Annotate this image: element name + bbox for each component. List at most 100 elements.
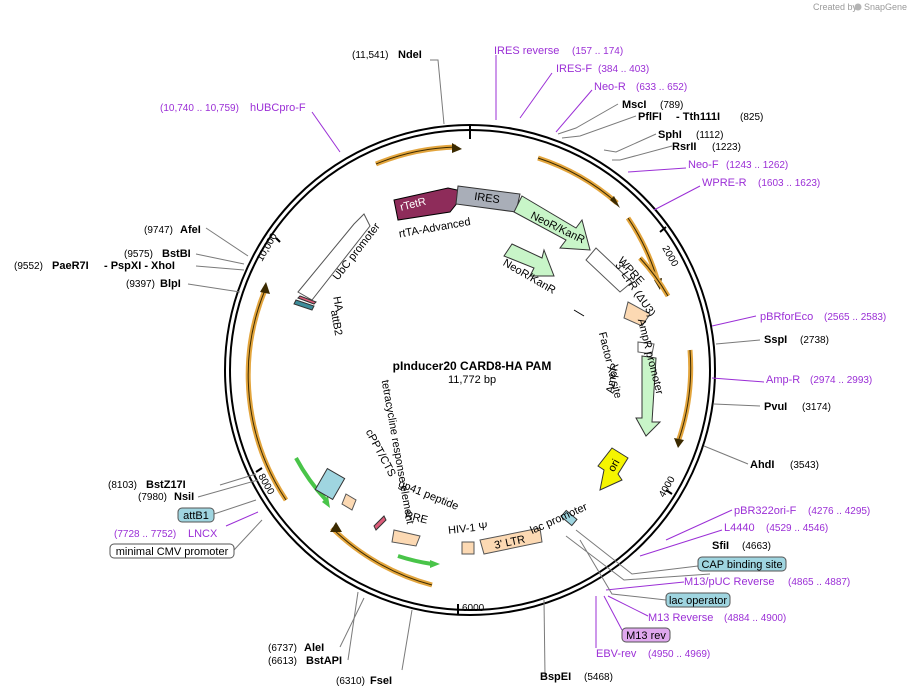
site-paer7i: PaeR7I xyxy=(52,260,89,272)
tre-arc xyxy=(294,457,328,502)
site-pos-bspei: (5468) xyxy=(584,672,613,683)
label-attb2: attB2 xyxy=(328,309,344,336)
primers: IRES reverse (157 .. 174) IRES-F (384 ..… xyxy=(114,45,886,660)
primer-pos-m13-puc-reverse: (4865 .. 4887) xyxy=(788,577,850,588)
label-ha: HA xyxy=(330,295,345,313)
ampr-promoter-feature[interactable] xyxy=(637,341,655,355)
orf-arc-1 xyxy=(375,144,457,167)
primer-lncx: LNCX xyxy=(188,528,218,540)
ampr-feature[interactable] xyxy=(635,355,662,437)
snapgene-logo-icon xyxy=(854,3,862,11)
site-pflfi-extra: - Tth111I xyxy=(676,111,720,123)
primer-l4440: L4440 xyxy=(724,522,755,534)
primer-pos-lncx: (7728 .. 7752) xyxy=(114,529,176,540)
site-pos-paer7i: (9552) xyxy=(14,261,43,272)
cppt-feature[interactable] xyxy=(341,493,357,511)
site-bstz17i: BstZ17I xyxy=(146,479,186,491)
primer-ires-f: IRES-F xyxy=(556,63,592,75)
site-pvui: PvuI xyxy=(764,401,787,413)
primer-hubcpro-f: hUBCpro-F xyxy=(250,102,306,114)
cap-binding-site-box[interactable] xyxy=(697,556,787,572)
label-lac-promoter: lac promoter xyxy=(528,501,589,537)
ori-feature[interactable] xyxy=(597,447,629,491)
primer-pos-pbrforeco: (2565 .. 2583) xyxy=(824,312,886,323)
ubc-promoter-feature[interactable] xyxy=(297,213,371,301)
site-pos-sphi: (1112) xyxy=(696,130,723,141)
primer-neo-r: Neo-R xyxy=(594,81,626,93)
primer-m13-puc-reverse: M13/pUC Reverse xyxy=(684,576,774,588)
site-blpi: BlpI xyxy=(160,278,181,290)
site-fsei: FseI xyxy=(370,675,392,687)
label-rtta-advanced: rtTA-Advanced xyxy=(398,216,472,240)
orf-arcs xyxy=(245,143,694,588)
ltr3-feature[interactable] xyxy=(479,527,543,555)
plasmid-length: 11,772 bp xyxy=(448,374,496,386)
primer-pos-ebv-rev: (4950 .. 4969) xyxy=(648,649,710,660)
primer-pbrforeco: pBRforEco xyxy=(760,311,813,323)
hiv-psi-feature[interactable] xyxy=(461,541,475,555)
watermark-created-by: Created by xyxy=(813,2,858,12)
primer-ires-reverse: IRES reverse xyxy=(494,45,559,57)
attb1-label: attB1 xyxy=(183,510,209,522)
tre-feature[interactable] xyxy=(314,467,346,501)
site-afei: AfeI xyxy=(180,224,201,236)
primer-pos-wpre-r: (1603 .. 1623) xyxy=(758,178,820,189)
site-pos-sspi: (2738) xyxy=(800,335,829,346)
gp41-feature[interactable] xyxy=(373,515,387,531)
primer-pos-ires-reverse: (157 .. 174) xyxy=(572,46,623,57)
rre-arc xyxy=(397,554,433,566)
m13-rev-label: M13 rev xyxy=(626,630,666,642)
primer-pos-neo-r: (633 .. 652) xyxy=(636,82,687,93)
primer-leaders xyxy=(225,55,765,648)
watermark-brand: SnapGene xyxy=(864,2,907,12)
rre-feature[interactable] xyxy=(391,529,421,547)
site-pos-nsii: (7980) xyxy=(138,492,167,503)
ha-feature[interactable] xyxy=(297,295,317,305)
primer-amp-r: Amp-R xyxy=(766,374,800,386)
ltr-du3-feature[interactable] xyxy=(623,301,651,327)
site-pos-afei: (9747) xyxy=(144,225,173,236)
minimal-cmv-promoter-label: minimal CMV promoter xyxy=(116,546,229,558)
site-sspi: SspI xyxy=(764,334,787,346)
site-sphi: SphI xyxy=(658,129,682,141)
primer-pos-hubcpro-f: (10,740 .. 10,759) xyxy=(160,103,239,114)
site-sfii: SfiI xyxy=(712,540,729,552)
wpre-feature[interactable] xyxy=(585,247,633,293)
site-pos-ndei: (11,541) xyxy=(352,50,389,61)
site-rsrii: RsrII xyxy=(672,141,696,153)
site-bstapi: BstAPI xyxy=(306,655,342,667)
site-bstbi: BstBI xyxy=(162,248,191,260)
tick-label: 6000 xyxy=(462,603,485,614)
neor-feature-2[interactable] xyxy=(503,243,555,277)
site-alei: AleI xyxy=(304,642,324,654)
site-nsii: NsiI xyxy=(174,491,194,503)
tick-6000: 6000 xyxy=(457,603,485,614)
label-ori: ori xyxy=(606,457,623,474)
lac-operator-label: lac operator xyxy=(669,595,727,607)
site-pos-bstapi: (6613) xyxy=(268,656,297,667)
attb2-feature[interactable] xyxy=(293,299,315,311)
plasmid-name: pInducer20 CARD8-HA PAM xyxy=(393,359,552,373)
primer-pos-neo-f: (1243 .. 1262) xyxy=(726,160,788,171)
site-pos-bstz17i: (8103) xyxy=(108,480,137,491)
primer-pos-m13-reverse: (4884 .. 4900) xyxy=(724,613,786,624)
lac-operator-box[interactable] xyxy=(665,592,731,608)
neor-feature-1[interactable] xyxy=(513,195,591,251)
attb1-box[interactable] xyxy=(177,507,215,523)
minimal-cmv-promoter-box[interactable] xyxy=(109,543,235,559)
boxed-labels: CAP binding site lac operator M13 rev at… xyxy=(109,499,787,643)
lac-promoter-feature[interactable] xyxy=(560,509,578,527)
primer-pos-l4440: (4529 .. 4546) xyxy=(766,523,828,534)
site-pos-alei: (6737) xyxy=(268,643,297,654)
cap-binding-site-label: CAP binding site xyxy=(701,559,782,571)
factor-xa-site xyxy=(573,309,585,317)
primer-pos-amp-r: (2974 .. 2993) xyxy=(810,375,872,386)
snapgene-watermark: Created by SnapGene xyxy=(813,2,907,12)
primer-pbr322ori-f: pBR322ori-F xyxy=(734,505,797,517)
primer-pos-ires-f: (384 .. 403) xyxy=(598,64,649,75)
m13-rev-box[interactable] xyxy=(621,627,671,643)
primer-pos-pbr322ori-f: (4276 .. 4295) xyxy=(808,506,870,517)
site-pos-blpi: (9397) xyxy=(126,279,155,290)
label-hiv-psi: HIV-1 Ψ xyxy=(448,521,489,537)
label-rre: RRE xyxy=(404,509,429,526)
